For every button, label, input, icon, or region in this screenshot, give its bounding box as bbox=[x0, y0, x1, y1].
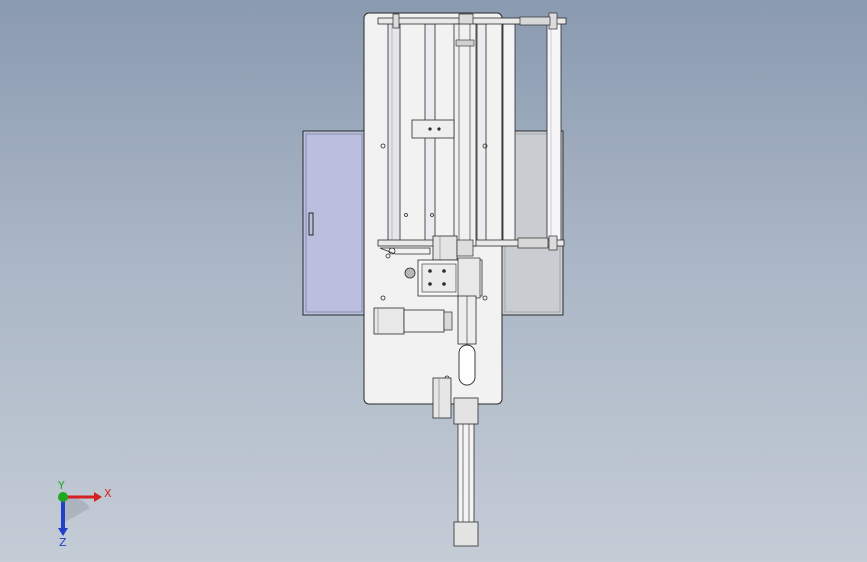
roller-left[interactable] bbox=[387, 21, 401, 245]
coordinate-triad: X Y Z bbox=[57, 479, 112, 549]
mounting-bracket[interactable] bbox=[417, 257, 483, 299]
guide-slot bbox=[458, 344, 476, 386]
slider-block[interactable] bbox=[411, 119, 455, 139]
roller-right-outer[interactable] bbox=[546, 21, 562, 245]
upper-motor[interactable] bbox=[432, 235, 474, 261]
z-axis-label: Z bbox=[59, 536, 67, 549]
linkage-arm[interactable] bbox=[379, 247, 431, 255]
left-side-panel[interactable] bbox=[302, 130, 366, 316]
y-axis-label: Y bbox=[57, 479, 65, 492]
sensor-knob[interactable] bbox=[404, 267, 416, 279]
z-arrow-head bbox=[58, 528, 68, 536]
x-arrow-head bbox=[94, 492, 102, 502]
drive-column[interactable] bbox=[457, 295, 477, 345]
panel-handle bbox=[308, 212, 314, 236]
conveyor-arm[interactable] bbox=[453, 397, 479, 547]
y-axis-dot bbox=[58, 492, 68, 502]
x-axis-label: X bbox=[104, 487, 112, 500]
bracket-block[interactable] bbox=[432, 377, 452, 419]
guide-rail[interactable] bbox=[453, 23, 477, 247]
roller-right-inner[interactable] bbox=[502, 23, 516, 245]
lower-motor[interactable] bbox=[373, 307, 453, 335]
roller-center[interactable] bbox=[476, 23, 487, 245]
